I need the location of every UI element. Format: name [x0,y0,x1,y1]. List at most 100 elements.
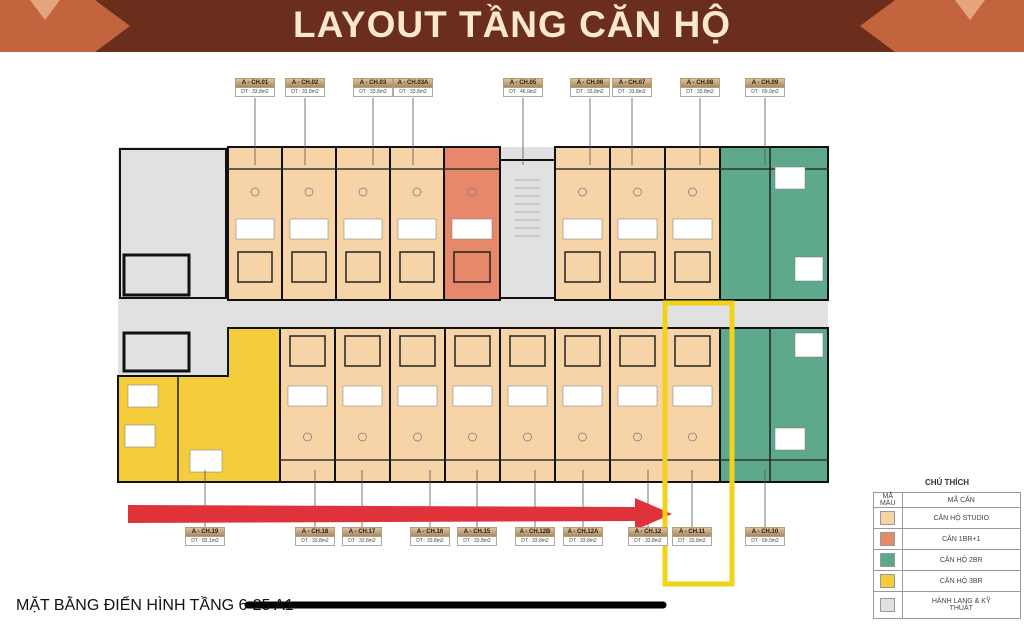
bed [397,218,437,240]
unit-code: A - CH.17 [342,527,382,537]
bed [794,256,824,282]
header-triangle-left [30,0,60,20]
table [304,187,314,197]
legend-swatch [880,532,896,546]
legend-title: CHÚ THÍCH [925,478,969,487]
legend-swatch [880,574,896,588]
bed [672,218,713,240]
table [688,187,697,197]
bed [672,385,713,407]
elevator-shaft [122,331,191,373]
unit-area: DT : 33.8m2 [457,537,497,546]
bed [397,385,438,407]
bed [343,218,383,240]
bed [452,385,493,407]
legend-col-type: MÃ CĂN [901,492,1021,508]
legend-label: HÀNH LANG & KỸ THUẬT [901,591,1021,619]
bathroom [345,251,381,283]
unit-area: DT : 33.8m2 [235,88,275,97]
bathroom [619,335,656,367]
unit-code: A - CH.16 [410,527,450,537]
bathroom [454,335,491,367]
unit-area: DT : 33.8m2 [393,88,433,97]
legend-col-color: MÃ MÀU [873,492,903,508]
unit-area: DT : 69.0m2 [745,537,785,546]
bathroom [674,251,711,283]
unit-code: A - CH.03 [353,78,393,88]
bed [451,218,493,240]
bathroom [564,251,601,283]
legend-swatch [880,511,896,525]
bed [562,385,603,407]
bed [794,332,824,358]
table [412,187,422,197]
unit-area: DT : 69.0m2 [745,88,785,97]
elevator-shaft [122,253,191,297]
bed [617,218,658,240]
unit-code: A - CH.12B [515,527,555,537]
bed [774,427,806,451]
bed [617,385,658,407]
bed [124,424,156,448]
bathroom [619,251,656,283]
table [467,187,477,197]
legend-row: CĂN HỘ 2BR [873,549,1021,571]
table [358,187,368,197]
bed [127,384,159,408]
header-chevron-left [0,0,130,52]
table [413,432,422,442]
unit-code: A - CH.07 [612,78,652,88]
unit-area: DT : 33.8m2 [680,88,720,97]
bed [189,449,223,473]
unit-area: DT : 33.8m2 [628,537,668,546]
legend-row: CĂN 1BR+1 [873,528,1021,550]
bathroom [674,335,711,367]
bathroom [291,251,327,283]
direction-arrow [128,498,672,530]
bed [507,385,548,407]
unit-area: DT : 33.8m2 [563,537,603,546]
legend-swatch [880,598,896,612]
legend-label: CĂN HỘ STUDIO [901,507,1021,529]
header-triangle-right [955,0,985,20]
floor-caption: MẶT BẰNG ĐIỂN HÌNH TẦNG 6-25 A1 [16,597,294,614]
table [250,187,260,197]
bathroom [344,335,381,367]
unit-code: A - CH.03A [393,78,433,88]
table [578,187,587,197]
bed [235,218,275,240]
unit-area: DT : 33.8m2 [285,88,325,97]
unit-area: DT : 33.8m2 [612,88,652,97]
page-title: LAYOUT TẦNG CĂN HỘ [292,4,732,45]
unit-area: DT : 33.8m2 [570,88,610,97]
stair-core [499,159,556,299]
unit-area: DT : 46.9m2 [503,88,543,97]
bathroom [564,335,601,367]
unit-code: A - CH.12 [628,527,668,537]
bathroom [289,335,326,367]
unit-code: A - CH.02 [285,78,325,88]
table [688,432,697,442]
table [578,432,587,442]
highlight-box [662,300,735,587]
legend-row: CĂN HỘ STUDIO [873,507,1021,529]
header-banner [0,0,1024,52]
bathroom [399,335,436,367]
unit-area: DT : 33.8m2 [353,88,393,97]
